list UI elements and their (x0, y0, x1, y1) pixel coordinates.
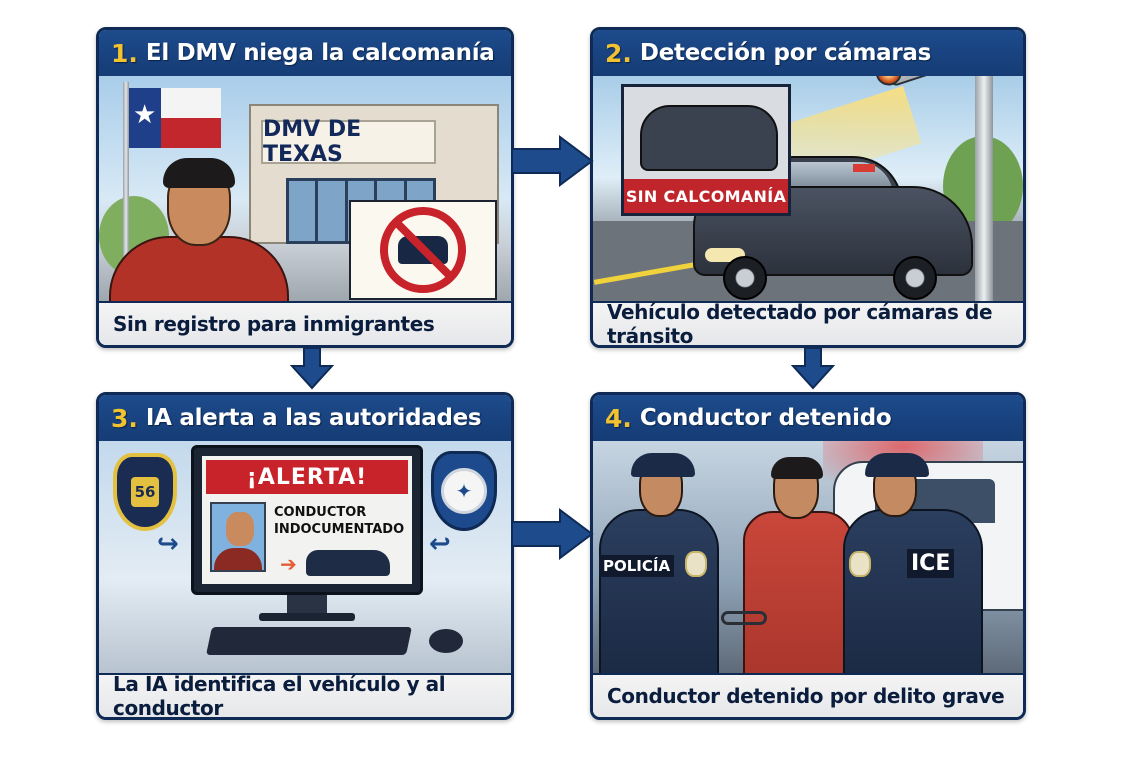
step-number: 3. (111, 403, 138, 433)
curved-arrow-icon: ↩ (429, 529, 451, 559)
panel-header: 3. IA alerta a las autoridades (99, 395, 511, 441)
curved-arrow-icon: ↪ (157, 529, 179, 559)
step-number: 1. (111, 38, 138, 68)
car-icon (306, 550, 390, 576)
panel-step-3: 3. IA alerta a las autoridades 56 ↪ ✦ ↩ … (96, 392, 514, 720)
keyboard-icon (206, 627, 412, 655)
step-number: 2. (605, 38, 632, 68)
car-icon (640, 105, 778, 171)
arrow-right-icon: ➔ (280, 552, 297, 576)
car-inset-photo: SIN CALCOMANÍA (621, 84, 791, 216)
badge-patch-icon (685, 551, 707, 577)
no-sticker-label: SIN CALCOMANÍA (624, 179, 788, 213)
man-portrait (109, 156, 289, 301)
panel-title: El DMV niega la calcomanía (145, 40, 495, 66)
arrow-right-icon (511, 135, 594, 187)
police-officer: POLICÍA (599, 453, 719, 673)
flagpole (123, 82, 129, 282)
panel-caption: Conductor detenido por delito grave (593, 673, 1023, 717)
missing-sticker-marker (853, 164, 875, 172)
alert-message: CONDUCTOR INDOCUMENTADO (274, 505, 405, 537)
arrow-down-icon (290, 347, 334, 390)
step-number: 4. (605, 403, 632, 433)
prohibited-icon (380, 207, 466, 293)
panel-caption: La IA identifica el vehículo y al conduc… (99, 672, 511, 717)
scene-arrest: POLICÍA ICE (593, 441, 1023, 673)
building-sign: DMV DE TEXAS (261, 117, 436, 167)
camera-pole (975, 76, 993, 316)
computer-monitor: ¡ALERTA! CONDUCTOR INDOCUMENTADO ➔ (191, 445, 423, 595)
arrow-right-icon (511, 508, 594, 560)
scene-ai-alert: 56 ↪ ✦ ↩ ¡ALERTA! CONDUCTOR INDOCUMENTAD… (99, 441, 511, 673)
panel-header: 4. Conductor detenido (593, 395, 1023, 441)
panel-title: Conductor detenido (639, 405, 892, 431)
badge-patch-icon (849, 551, 871, 577)
alert-screen: ¡ALERTA! CONDUCTOR INDOCUMENTADO ➔ (202, 456, 412, 584)
panel-caption: Vehículo detectado por cámaras de tránsi… (593, 300, 1023, 345)
scene-dmv: ★ DMV DE TEXAS (99, 76, 511, 301)
panel-step-4: 4. Conductor detenido POLICÍA (590, 392, 1026, 720)
dhs-badge-icon: ✦ (431, 451, 497, 531)
eagle-seal-icon: ✦ (441, 468, 487, 514)
panel-header: 1. El DMV niega la calcomanía (99, 30, 511, 76)
panel-step-2: 2. Detección por cámaras SIN CALCOMANÍA (590, 27, 1026, 348)
panel-caption: Sin registro para inmigrantes (99, 301, 511, 345)
monitor-stand (287, 595, 327, 615)
panel-step-1: 1. El DMV niega la calcomanía ★ DMV DE T… (96, 27, 514, 348)
panel-title: IA alerta a las autoridades (145, 405, 482, 431)
handcuffed-man (743, 457, 853, 673)
scene-camera-detection: SIN CALCOMANÍA (593, 30, 1023, 316)
handcuffs-icon (721, 611, 767, 625)
alert-title: ¡ALERTA! (206, 460, 408, 494)
mouse-icon (429, 629, 463, 653)
arrow-down-icon (791, 347, 835, 390)
panel-header: 2. Detección por cámaras (593, 30, 1023, 76)
texas-flag-icon: ★ (129, 88, 221, 148)
ice-officer: ICE (843, 453, 983, 673)
no-car-sign (349, 200, 497, 300)
police-badge-icon: 56 (113, 453, 177, 531)
panel-title: Detección por cámaras (639, 40, 932, 66)
driver-photo (210, 502, 266, 572)
